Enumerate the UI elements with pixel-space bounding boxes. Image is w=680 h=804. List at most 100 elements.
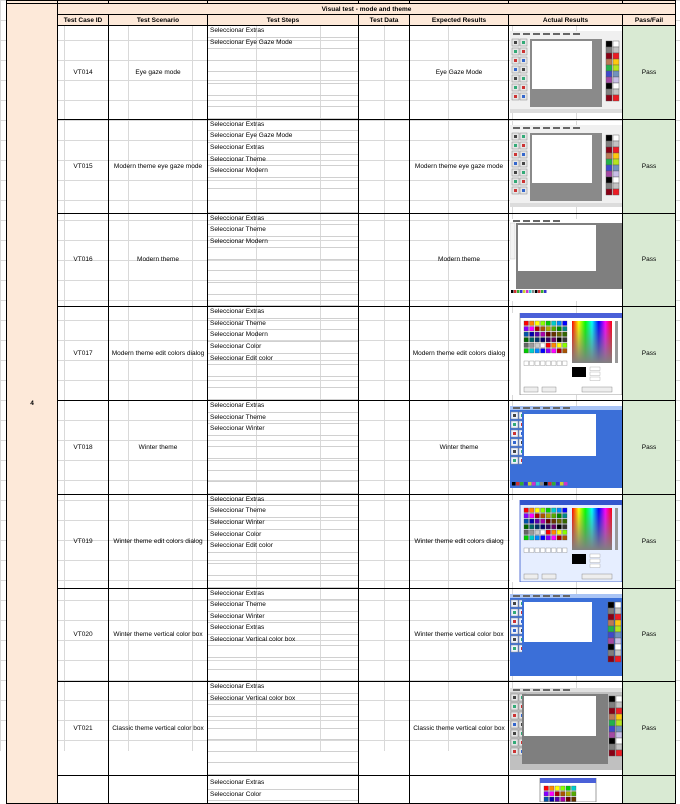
test-step-line — [208, 283, 358, 295]
expected-results-cell[interactable]: Modern theme edit colors dialog — [409, 306, 509, 401]
test-case-id-cell[interactable] — [57, 775, 109, 804]
actual-results-cell[interactable] — [508, 212, 623, 308]
header-pass-fail[interactable]: Pass/Fail — [622, 14, 676, 26]
test-scenario-cell[interactable]: Modern theme eye gaze mode — [108, 118, 208, 214]
test-case-id-cell[interactable]: VT018 — [57, 400, 109, 495]
palette-swatch — [547, 482, 551, 486]
palette-swatch — [607, 643, 614, 651]
test-scenario-cell[interactable]: Modern theme — [108, 212, 208, 308]
pass-fail-cell[interactable]: Pass — [622, 400, 676, 495]
test-step-line — [208, 564, 358, 576]
actual-results-cell[interactable] — [508, 681, 623, 776]
palette-swatch — [614, 601, 621, 609]
expected-results-cell[interactable]: Winter theme — [409, 400, 509, 495]
test-step-line — [208, 271, 358, 284]
result-screenshot — [509, 406, 622, 489]
palette-swatch — [615, 743, 622, 750]
value-field — [589, 563, 600, 568]
palette-swatch — [605, 164, 612, 172]
test-data-cell[interactable] — [358, 118, 410, 214]
test-scenario-cell[interactable]: Modern theme edit colors dialog — [108, 306, 208, 401]
expected-results-cell[interactable]: Winter theme vertical color box — [409, 587, 509, 683]
tool-glyph — [512, 704, 516, 708]
palette-swatch — [608, 725, 615, 732]
test-case-id-cell[interactable]: VT016 — [57, 212, 109, 308]
basic-color-swatch — [523, 342, 529, 348]
header-expected-results[interactable]: Expected Results — [409, 14, 509, 26]
basic-color-swatch — [523, 320, 529, 326]
test-scenario-cell[interactable]: Classic theme vertical color box — [108, 681, 208, 776]
palette-swatch — [608, 737, 615, 744]
expected-results-cell[interactable]: Modern theme — [409, 212, 509, 308]
palette-swatch — [605, 89, 612, 96]
test-case-id-cell[interactable]: VT019 — [57, 493, 109, 589]
test-scenario-cell[interactable]: Eye gaze mode — [108, 25, 208, 120]
test-scenario-cell[interactable] — [108, 775, 208, 804]
test-scenario-cell[interactable]: Winter theme — [108, 400, 208, 495]
actual-results-cell[interactable] — [508, 775, 623, 804]
test-case-id-cell[interactable]: VT020 — [57, 587, 109, 683]
test-scenario-cell[interactable]: Winter theme vertical color box — [108, 587, 208, 683]
pass-fail-cell[interactable]: Pass — [622, 493, 676, 589]
pass-fail-cell[interactable]: Pass — [622, 306, 676, 401]
test-data-cell[interactable] — [358, 212, 410, 308]
test-case-id-cell[interactable]: VT017 — [57, 306, 109, 401]
palette-swatch — [615, 725, 622, 732]
actual-results-cell[interactable] — [508, 25, 623, 120]
test-data-cell[interactable] — [358, 775, 410, 804]
pass-fail-cell[interactable]: Pass — [622, 25, 676, 120]
test-step-line — [208, 388, 358, 400]
actual-results-cell[interactable] — [508, 587, 623, 683]
test-data-cell[interactable] — [358, 681, 410, 776]
test-case-id-cell[interactable]: VT021 — [57, 681, 109, 776]
expected-results-cell[interactable]: Eye Gaze Mode — [409, 25, 509, 120]
expected-results-cell[interactable]: Modern theme eye gaze mode — [409, 118, 509, 214]
basic-color-swatch — [550, 535, 556, 541]
basic-color-swatch — [550, 507, 556, 513]
section-number[interactable]: 4 — [6, 3, 58, 804]
pass-fail-cell[interactable]: Pass — [622, 681, 676, 776]
test-data-cell[interactable] — [358, 306, 410, 401]
actual-results-cell[interactable] — [508, 493, 623, 589]
pass-fail-cell[interactable] — [622, 775, 676, 804]
pass-fail-cell[interactable]: Pass — [622, 587, 676, 683]
palette-swatch — [607, 637, 614, 645]
pass-fail-cell[interactable]: Pass — [622, 212, 676, 308]
tool-glyph — [513, 135, 517, 139]
header-test-scenario[interactable]: Test Scenario — [108, 14, 208, 26]
test-data-cell[interactable] — [358, 25, 410, 120]
section-title[interactable]: Visual test - mode and theme — [57, 3, 676, 15]
basic-color-swatch — [548, 790, 554, 796]
test-data-cell[interactable] — [358, 493, 410, 589]
header-test-steps[interactable]: Test Steps — [207, 14, 359, 26]
expected-results-cell[interactable] — [409, 775, 509, 804]
test-step-line: Seleccionar Extras — [208, 214, 358, 226]
expected-results-cell[interactable]: Classic theme vertical color box — [409, 681, 509, 776]
actual-results-cell[interactable] — [508, 306, 623, 401]
test-case-id-cell[interactable]: VT015 — [57, 118, 109, 214]
basic-color-swatch — [545, 507, 551, 513]
header-test-case-id[interactable]: Test Case ID — [57, 14, 109, 26]
custom-color-swatch — [534, 360, 540, 366]
test-step-line: Seleccionar Extras — [208, 495, 358, 507]
test-data-cell[interactable] — [358, 400, 410, 495]
test-data-cell[interactable] — [358, 587, 410, 683]
actual-results-cell[interactable] — [508, 400, 623, 495]
expected-results-cell[interactable]: Winter theme edit colors dialog — [409, 493, 509, 589]
basic-color-swatch — [539, 513, 545, 519]
pass-fail-cell[interactable]: Pass — [622, 118, 676, 214]
test-case-id-cell[interactable]: VT014 — [57, 25, 109, 120]
test-scenario-cell[interactable]: Winter theme edit colors dialog — [108, 493, 208, 589]
actual-results-cell[interactable] — [508, 118, 623, 214]
header-test-data[interactable]: Test Data — [358, 14, 410, 26]
header-actual-results[interactable]: Actual Results — [508, 14, 623, 26]
